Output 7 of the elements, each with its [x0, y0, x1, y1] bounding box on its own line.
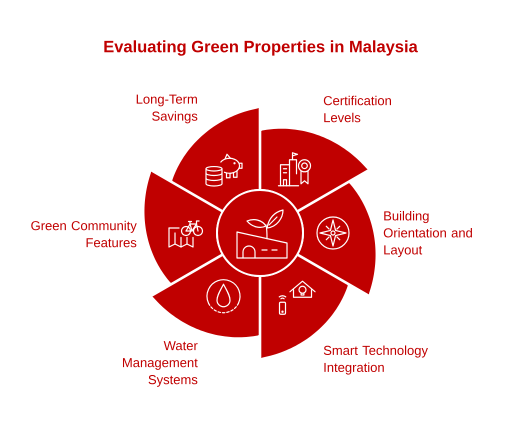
label: Water Management Systems: [123, 341, 198, 387]
label: Green Community Features: [31, 220, 137, 248]
label: Certification Levels: [324, 96, 391, 122]
label: Building Orientation and Layout: [384, 210, 472, 258]
label: Long-Term Savings: [136, 94, 198, 124]
title: Evaluating Green Properties in Malaysia: [104, 40, 418, 56]
label: Smart Technology Integration: [324, 345, 428, 375]
